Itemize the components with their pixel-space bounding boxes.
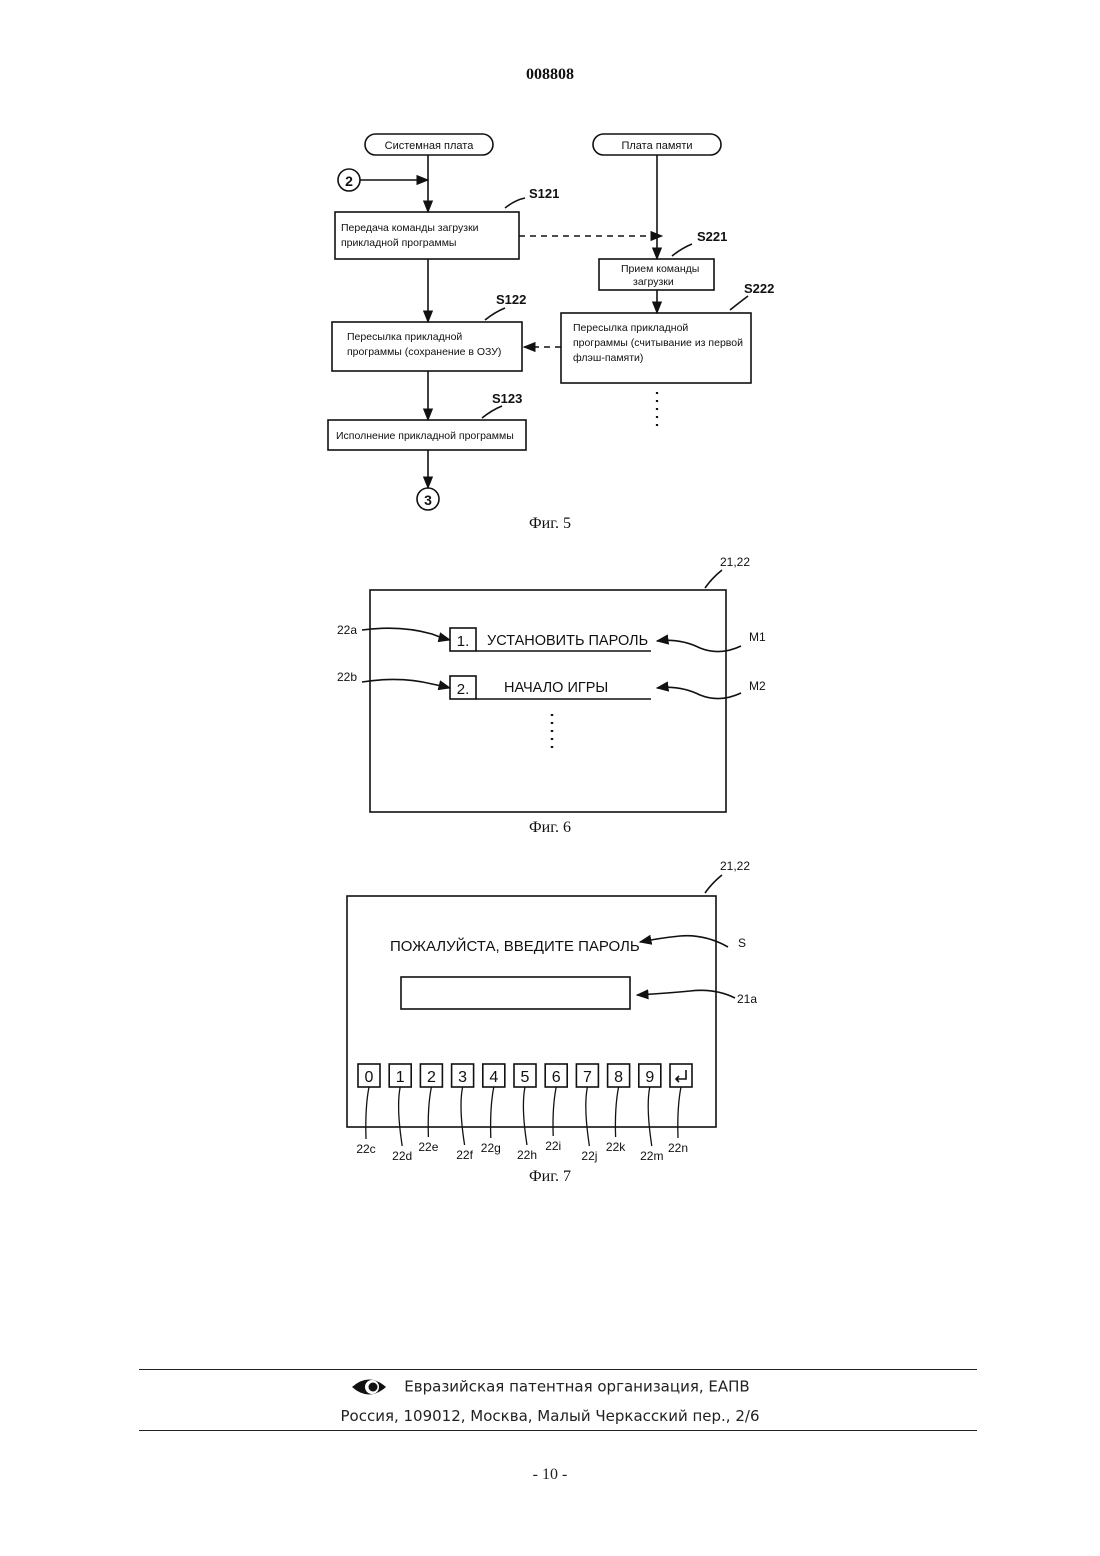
key-ref-22g: 22g <box>481 1141 501 1155</box>
key-ref-22m: 22m <box>640 1149 663 1163</box>
key-leader-line <box>523 1087 527 1145</box>
key-ref-22c: 22c <box>356 1142 375 1156</box>
password-prompt: ПОЖАЛУЙСТА, ВВЕДИТЕ ПАРОЛЬ <box>390 937 640 955</box>
step-s121-box <box>335 212 519 259</box>
password-screen-ref: 21,22 <box>720 859 750 873</box>
key-leader-line <box>366 1087 369 1139</box>
key-ref-22e: 22e <box>418 1140 438 1154</box>
connector-in-label: 2 <box>345 173 353 189</box>
step-s121-line1: Передача команды загрузки <box>341 222 479 234</box>
keypad: 0 1 2 3 4 5 6 7 8 9 <box>358 1064 692 1087</box>
key-leader-line <box>461 1087 465 1145</box>
page-number: - 10 - <box>0 1466 1100 1484</box>
keypad-key-label: 7 <box>583 1069 592 1086</box>
password-prompt-ref: S <box>738 936 746 950</box>
keypad-key-3: 3 <box>452 1064 474 1087</box>
keypad-key-label: 9 <box>645 1069 654 1086</box>
key-leader-line <box>678 1087 681 1138</box>
keypad-key-label: 1 <box>396 1069 405 1086</box>
keypad-key-4: 4 <box>483 1064 505 1087</box>
eapo-logo-icon <box>350 1376 388 1398</box>
password-input-field <box>401 977 630 1009</box>
step-s123-line1: Исполнение прикладной программы <box>336 430 514 442</box>
menu-item-2-ref-left: 22b <box>337 670 357 684</box>
step-s222-label: S222 <box>744 281 774 296</box>
figure-7-password-screen <box>347 875 735 1127</box>
connector-out-label: 3 <box>424 492 432 508</box>
key-ref-22i: 22i <box>545 1139 561 1153</box>
keypad-key-8: 8 <box>608 1064 630 1087</box>
step-s222-line1: Пересылка прикладной <box>573 322 688 334</box>
step-s122-line2: программы (сохранение в ОЗУ) <box>347 346 501 358</box>
footer-bottom-rule <box>139 1430 977 1431</box>
keypad-key-5: 5 <box>514 1064 536 1087</box>
menu-item-2-text: НАЧАЛО ИГРЫ <box>504 680 608 696</box>
step-s122-label: S122 <box>496 292 526 307</box>
key-reference-labels: 22c 22d 22e 22f 22g 22h 22i 22j 22k 22m 22n <box>356 1139 688 1163</box>
key-ref-22h: 22h <box>517 1148 537 1162</box>
footer-org: Евразийская патентная организация, ЕАПВ <box>0 1376 1100 1398</box>
password-screen-frame <box>347 896 716 1127</box>
step-s122-line1: Пересылка прикладной <box>347 331 462 343</box>
step-s222-line3: флэш-памяти) <box>573 352 643 364</box>
menu-item-1-ref-left: 22a <box>337 623 357 637</box>
figure-5-caption: Фиг. 5 <box>529 515 571 532</box>
key-leader-line <box>491 1087 494 1138</box>
step-s121-line2: прикладной программы <box>341 237 456 249</box>
step-s221-line2: загрузки <box>633 276 674 288</box>
keypad-key-label: 2 <box>427 1069 436 1086</box>
keypad-key-label: 4 <box>489 1069 498 1086</box>
key-ref-22n: 22n <box>668 1141 688 1155</box>
key-leader-line <box>648 1087 652 1146</box>
menu-screen-ref: 21,22 <box>720 555 750 569</box>
figures: Системная плата Плата памяти 2 3 S121 Пе… <box>0 0 1100 1360</box>
menu-item-2-number: 2. <box>457 681 470 698</box>
keypad-enter-key <box>670 1064 692 1087</box>
footer-org-text: Евразийская патентная организация, ЕАПВ <box>404 1378 749 1396</box>
footer-address: Россия, 109012, Москва, Малый Черкасский… <box>0 1407 1100 1425</box>
key-reference-leaders <box>366 1087 681 1146</box>
key-leader-line <box>553 1087 556 1136</box>
figure-7-caption: Фиг. 7 <box>529 1168 571 1185</box>
key-leader-line <box>615 1087 618 1137</box>
key-leader-line <box>586 1087 590 1146</box>
step-s222-line2: программы (считывание из первой <box>573 337 743 349</box>
key-ref-22j: 22j <box>581 1149 597 1163</box>
figure-6-caption: Фиг. 6 <box>529 819 571 836</box>
step-s121-label: S121 <box>529 186 559 201</box>
step-s221-label: S221 <box>697 229 727 244</box>
keypad-key-2: 2 <box>420 1064 442 1087</box>
key-leader-line <box>428 1087 431 1137</box>
footer-top-rule <box>139 1369 977 1370</box>
key-ref-22d: 22d <box>392 1149 412 1163</box>
keypad-key-9: 9 <box>639 1064 661 1087</box>
step-s123-label: S123 <box>492 391 522 406</box>
keypad-key-7: 7 <box>576 1064 598 1087</box>
key-leader-line <box>399 1087 403 1146</box>
lane-system-board-label: Системная плата <box>385 140 475 152</box>
menu-screen-frame <box>370 590 726 812</box>
password-input-ref: 21a <box>737 992 757 1006</box>
menu-item-1-ref-right: M1 <box>749 630 766 644</box>
keypad-key-label: 0 <box>365 1069 374 1086</box>
keypad-key-6: 6 <box>545 1064 567 1087</box>
step-s221-line1: Прием команды <box>621 263 699 275</box>
lane-memory-board-label: Плата памяти <box>621 140 692 152</box>
keypad-key-label: 8 <box>614 1069 623 1086</box>
menu-item-1-number: 1. <box>457 633 470 650</box>
enter-key-icon <box>676 1070 686 1082</box>
keypad-key-label: 6 <box>552 1069 561 1086</box>
key-ref-22k: 22k <box>606 1140 626 1154</box>
keypad-key-label: 5 <box>521 1069 530 1086</box>
menu-item-1-text: УСТАНОВИТЬ ПАРОЛЬ <box>487 633 648 649</box>
key-ref-22f: 22f <box>456 1148 473 1162</box>
menu-item-2-ref-right: M2 <box>749 679 766 693</box>
keypad-key-0: 0 <box>358 1064 380 1087</box>
keypad-key-1: 1 <box>389 1064 411 1087</box>
keypad-key-label: 3 <box>458 1069 467 1086</box>
